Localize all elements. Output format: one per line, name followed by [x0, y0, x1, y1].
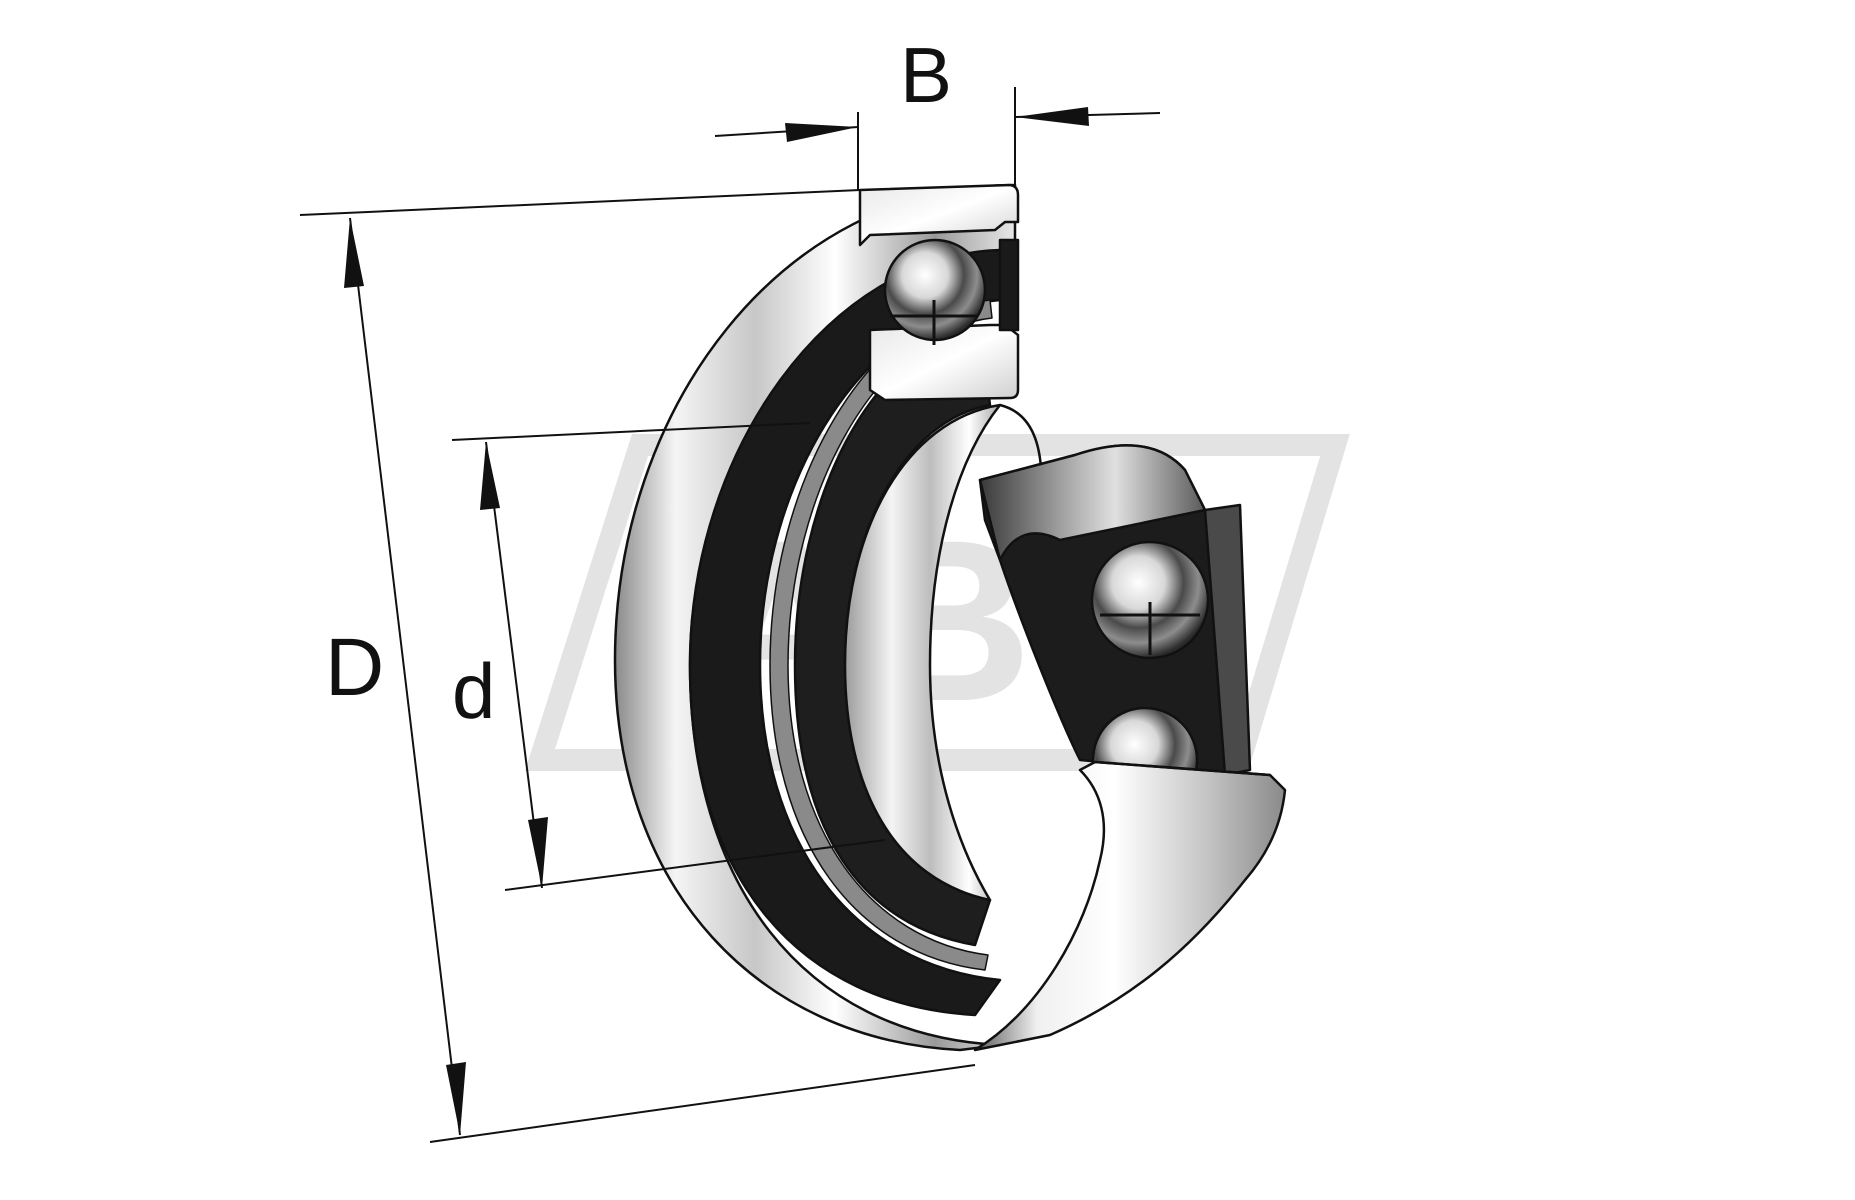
top-cage-gap: [998, 238, 1020, 332]
d-bore-arrow-bottom: [528, 817, 548, 888]
b-arrow-right: [1015, 107, 1089, 126]
front-outer-ring-section: [973, 760, 1287, 1052]
right-ball-upper-mark: [1100, 602, 1200, 655]
d-bore-extension-top: [451, 422, 811, 441]
outer-diameter-label: D: [325, 622, 384, 713]
d-outer-arrow-top: [344, 218, 364, 288]
d-bore-extension-bottom: [504, 839, 886, 891]
right-cross-section: [973, 444, 1287, 1052]
watermark-triangle: [524, 434, 1350, 771]
d-outer-dimension-line: [349, 217, 461, 1136]
dimension-lines: [299, 87, 1161, 1143]
top-inner-ring-section: [868, 323, 1020, 402]
d-bore-dimension-line: [485, 441, 543, 889]
b-arrow-left: [785, 123, 858, 142]
bore-surface: [843, 403, 1002, 902]
bearing-body: [613, 183, 1043, 1052]
right-ball-upper: [1090, 540, 1210, 660]
top-cross-section: [858, 183, 1020, 402]
groove-highlight: [769, 299, 993, 971]
right-cut-inner-face: [978, 444, 1207, 562]
top-ball-cage-mark: [890, 300, 978, 345]
outer-raceway-groove: [688, 248, 1002, 1017]
bore-diameter-label: d: [452, 647, 495, 735]
d-outer-extension-bottom: [429, 1064, 976, 1143]
d-outer-extension-top: [299, 189, 861, 216]
right-cut-ring-face: [1203, 503, 1252, 777]
top-outer-ring-section: [858, 183, 1020, 247]
d-bore-arrow-top: [480, 442, 500, 510]
d-outer-arrow-bottom: [446, 1062, 466, 1135]
width-label: B: [900, 31, 952, 119]
front-outer-ring-edge: [1094, 760, 1271, 777]
